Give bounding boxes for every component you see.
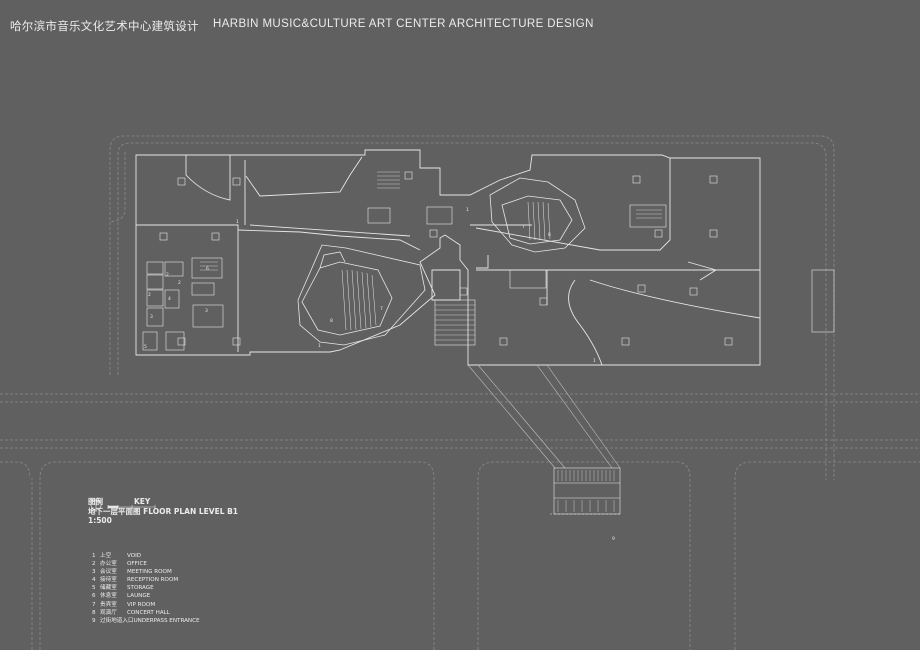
svg-text:1: 1 [466,207,469,213]
underpass-entrance [550,467,622,515]
svg-text:2: 2 [178,280,181,286]
svg-text:8: 8 [548,232,551,238]
plan-title-cn: 地下一层平面图 [88,506,141,516]
title-chinese: 哈尔滨市音乐文化艺术中心建筑设计 [10,19,199,33]
building-outline [135,149,761,366]
plan-title-en: FLOOR PLAN LEVEL B1 [143,506,239,516]
svg-text:2: 2 [148,292,151,298]
concert-hall-east [489,177,586,253]
concert-hall-west [297,244,426,346]
rooms-and-stairs [142,171,667,351]
scale-bar-icon [107,505,156,509]
key-label-en: KEY [134,497,151,506]
site-road-outlines [0,135,920,650]
side-block [811,269,835,333]
title-english: HARBIN MUSIC&CULTURE ART CENTER ARCHITEC… [213,18,594,30]
svg-text:5: 5 [144,344,147,350]
svg-text:8: 8 [330,318,333,324]
svg-text:6: 6 [206,266,209,272]
scale-label: 1:500 [88,516,112,525]
svg-text:1: 1 [236,219,239,225]
columns [159,171,733,346]
underpass-link [467,364,621,469]
svg-text:4: 4 [168,296,171,302]
svg-text:2: 2 [166,272,169,278]
drawing-key: 图例 KEY 地下一层平面图 FLOOR PLAN LEVEL B1 1:500 [88,497,238,526]
svg-text:3: 3 [150,314,153,320]
room-numbers: 1 1 1 1 2 2 2 3 3 4 5 6 7 7 8 8 9 [144,207,615,542]
svg-text:1: 1 [318,343,321,349]
svg-text:7: 7 [380,306,383,312]
svg-text:1: 1 [593,358,596,364]
svg-text:3: 3 [205,308,208,314]
svg-text:7: 7 [522,224,525,230]
north-arrow-icon [90,498,102,512]
key-label-cn: 图例 [88,497,103,506]
svg-text:9: 9 [612,536,615,542]
